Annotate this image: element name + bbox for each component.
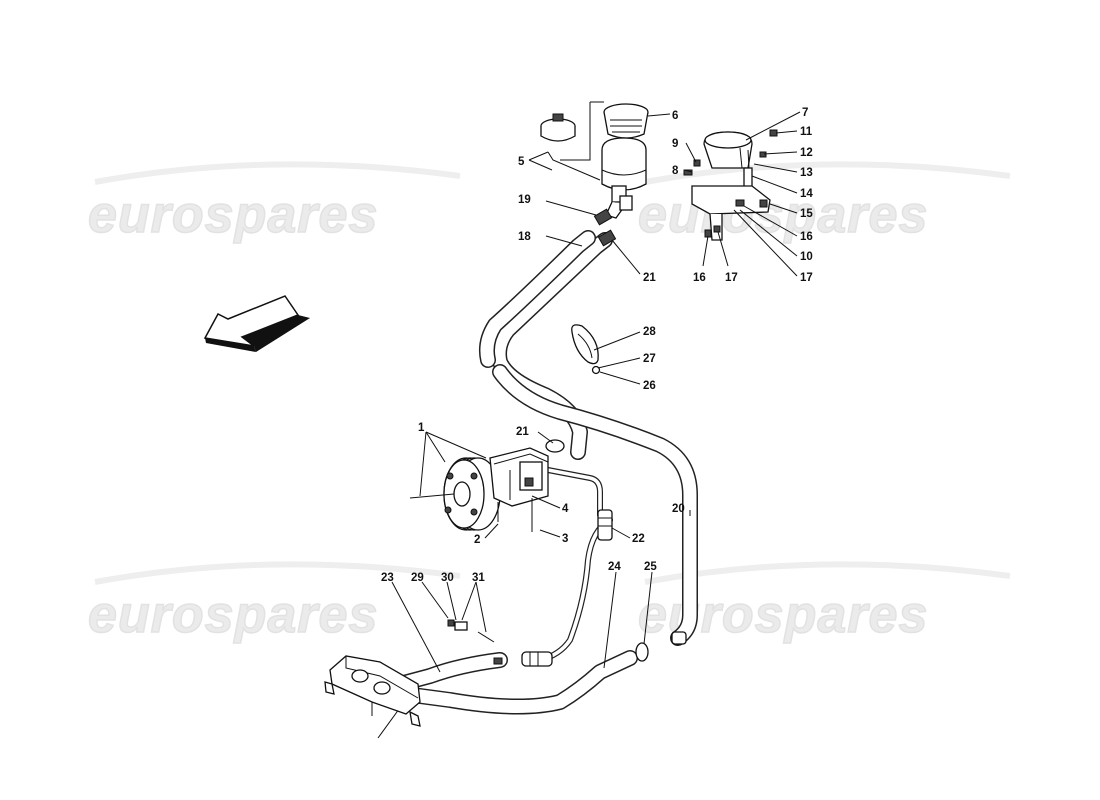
callout-18: 18	[518, 231, 531, 243]
bracket-group	[683, 129, 778, 241]
callout-21-top: 21	[643, 272, 656, 284]
callout-13: 13	[800, 167, 813, 179]
callout-20: 20	[672, 503, 685, 515]
reservoir-group	[540, 101, 649, 219]
callout-29: 29	[411, 572, 424, 584]
callout-1: 1	[418, 422, 425, 434]
direction-arrow-icon	[203, 295, 310, 352]
callout-31: 31	[472, 572, 485, 584]
callout-16-left: 16	[693, 272, 706, 284]
watermark-top-left: eurospares	[88, 186, 378, 244]
fitting-22	[597, 509, 613, 541]
callout-28: 28	[643, 326, 656, 338]
callout-10: 10	[800, 251, 813, 263]
callout-25: 25	[644, 561, 657, 573]
callout-14: 14	[800, 188, 813, 200]
callout-24: 24	[608, 561, 621, 573]
pump-group	[409, 439, 565, 532]
callout-26: 26	[643, 380, 656, 392]
callout-27: 27	[643, 353, 656, 365]
callout-2: 2	[474, 534, 480, 546]
callout-30: 30	[441, 572, 454, 584]
callout-12: 12	[800, 147, 813, 159]
watermark-top-right: eurospares	[638, 186, 928, 244]
callout-21-pump: 21	[516, 426, 529, 438]
clamp-28-group	[571, 324, 601, 375]
steering-box	[324, 655, 421, 727]
callout-labels: 1 2 3 4 5 6 7 8 9 10 11 12 13 14 15 16 1…	[381, 107, 813, 584]
callout-17-right: 17	[800, 272, 813, 284]
callout-3: 3	[562, 533, 568, 545]
callout-8: 8	[672, 165, 679, 177]
callout-9: 9	[672, 138, 678, 150]
callout-11: 11	[800, 126, 813, 138]
watermark-bottom-left: eurospares	[88, 586, 378, 644]
callout-4: 4	[562, 503, 569, 515]
callout-15: 15	[800, 208, 813, 220]
callout-17-left: 17	[725, 272, 738, 284]
callout-19: 19	[518, 194, 531, 206]
leader-lines	[391, 111, 801, 673]
callout-23: 23	[381, 572, 394, 584]
callout-16-right: 16	[800, 231, 813, 243]
callout-5: 5	[518, 156, 525, 168]
clamp-group-top	[593, 208, 617, 247]
hose-group	[377, 230, 698, 739]
callout-22: 22	[632, 533, 645, 545]
callout-7: 7	[802, 107, 808, 119]
bottom-fittings	[447, 619, 687, 667]
callout-6: 6	[672, 110, 678, 122]
